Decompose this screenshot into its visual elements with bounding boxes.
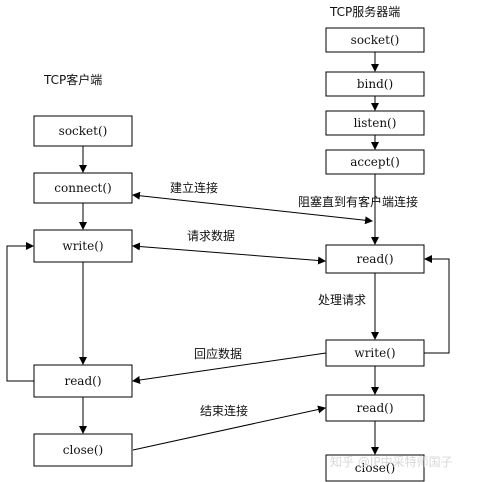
client-box-write-label: write() <box>62 239 103 253</box>
server-box-write-label: write() <box>354 346 395 360</box>
label-process: 处理请求 <box>318 293 366 307</box>
client-box-read: read() <box>33 364 133 398</box>
server-box-socket: socket() <box>325 27 425 53</box>
server-box-read: read() <box>325 244 425 274</box>
server-box-close-label: close() <box>355 461 395 475</box>
client-box-connect-label: connect() <box>54 181 111 195</box>
arrow-reply-data <box>132 352 327 384</box>
label-reply: 回应数据 <box>194 346 242 361</box>
arrow-request-data <box>132 242 326 265</box>
client-box-close-label: close() <box>63 443 103 457</box>
client-box-write: write() <box>33 229 133 263</box>
label-end: 结束连接 <box>200 403 248 418</box>
label-blocked: 阻塞直到有客户端连接 <box>298 194 418 209</box>
server-box-accept: accept() <box>325 149 425 175</box>
server-box-bind: bind() <box>325 71 425 97</box>
client-box-close: close() <box>33 433 133 467</box>
client-box-read-label: read() <box>64 374 101 388</box>
server-box-read-label: read() <box>356 252 393 266</box>
server-box-listen: listen() <box>325 110 425 136</box>
client-box-socket: socket() <box>33 115 133 147</box>
client-box-connect: connect() <box>33 172 133 204</box>
server-box-close: close() <box>325 454 425 482</box>
arrow-server-loop <box>424 255 450 354</box>
arrow-establish-connection <box>132 191 373 225</box>
client-box-socket-label: socket() <box>59 124 108 138</box>
watermark: 知乎 @IP中采特师国子 <box>330 454 453 469</box>
server-box-bind-label: bind() <box>357 77 393 91</box>
server-box-socket-label: socket() <box>351 33 400 47</box>
server-box-read2: read() <box>325 394 425 422</box>
server-title: TCP服务器端 <box>329 4 400 19</box>
client-title: TCP客户端 <box>43 72 102 87</box>
label-establish: 建立连接 <box>170 180 218 195</box>
server-box-write: write() <box>325 339 425 367</box>
server-box-accept-label: accept() <box>350 155 400 169</box>
arrow-end-connection <box>132 405 326 451</box>
server-box-read2-label: read() <box>356 401 393 415</box>
label-request: 请求数据 <box>187 228 235 243</box>
arrow-client-loop <box>6 242 34 382</box>
server-box-listen-label: listen() <box>354 116 397 130</box>
